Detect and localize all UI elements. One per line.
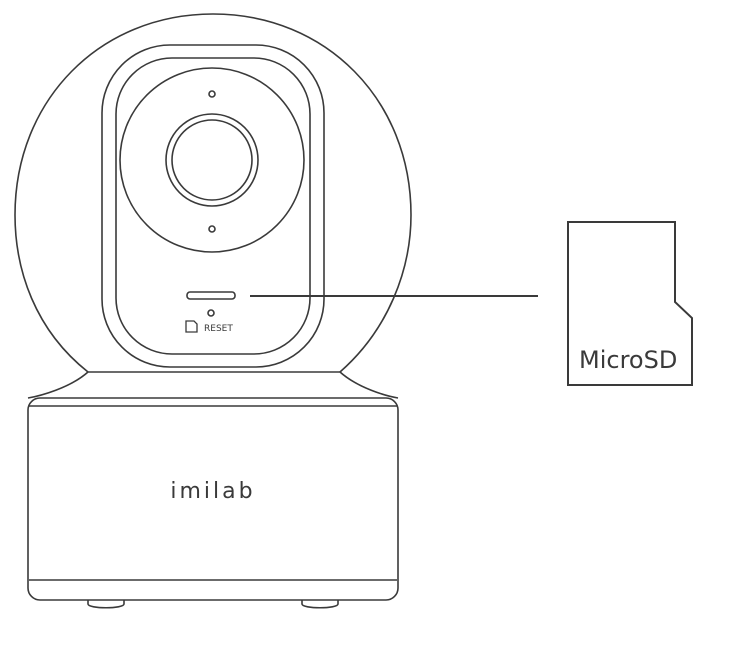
microsd-label: MicroSD	[579, 346, 677, 374]
base-body	[27, 397, 399, 601]
top-indicator-dot	[208, 90, 216, 98]
brand-logo: imilab	[170, 479, 255, 504]
bottom-indicator-dot	[208, 225, 216, 233]
left-foot	[87, 600, 125, 609]
base-flange	[27, 371, 399, 399]
reset-pinhole	[207, 309, 215, 317]
sd-card-icon	[185, 320, 198, 333]
lens-capsule-outer	[101, 44, 325, 368]
reset-label: RESET	[204, 324, 233, 334]
right-foot	[301, 600, 339, 609]
microsd-card	[567, 221, 693, 386]
microsd-slot	[186, 291, 236, 300]
lens-face	[119, 67, 305, 253]
lens-capsule-inner	[115, 57, 311, 355]
lens-outer-ring	[165, 113, 259, 207]
camera-head-outline	[14, 13, 412, 373]
lens-inner-ring	[171, 119, 253, 201]
